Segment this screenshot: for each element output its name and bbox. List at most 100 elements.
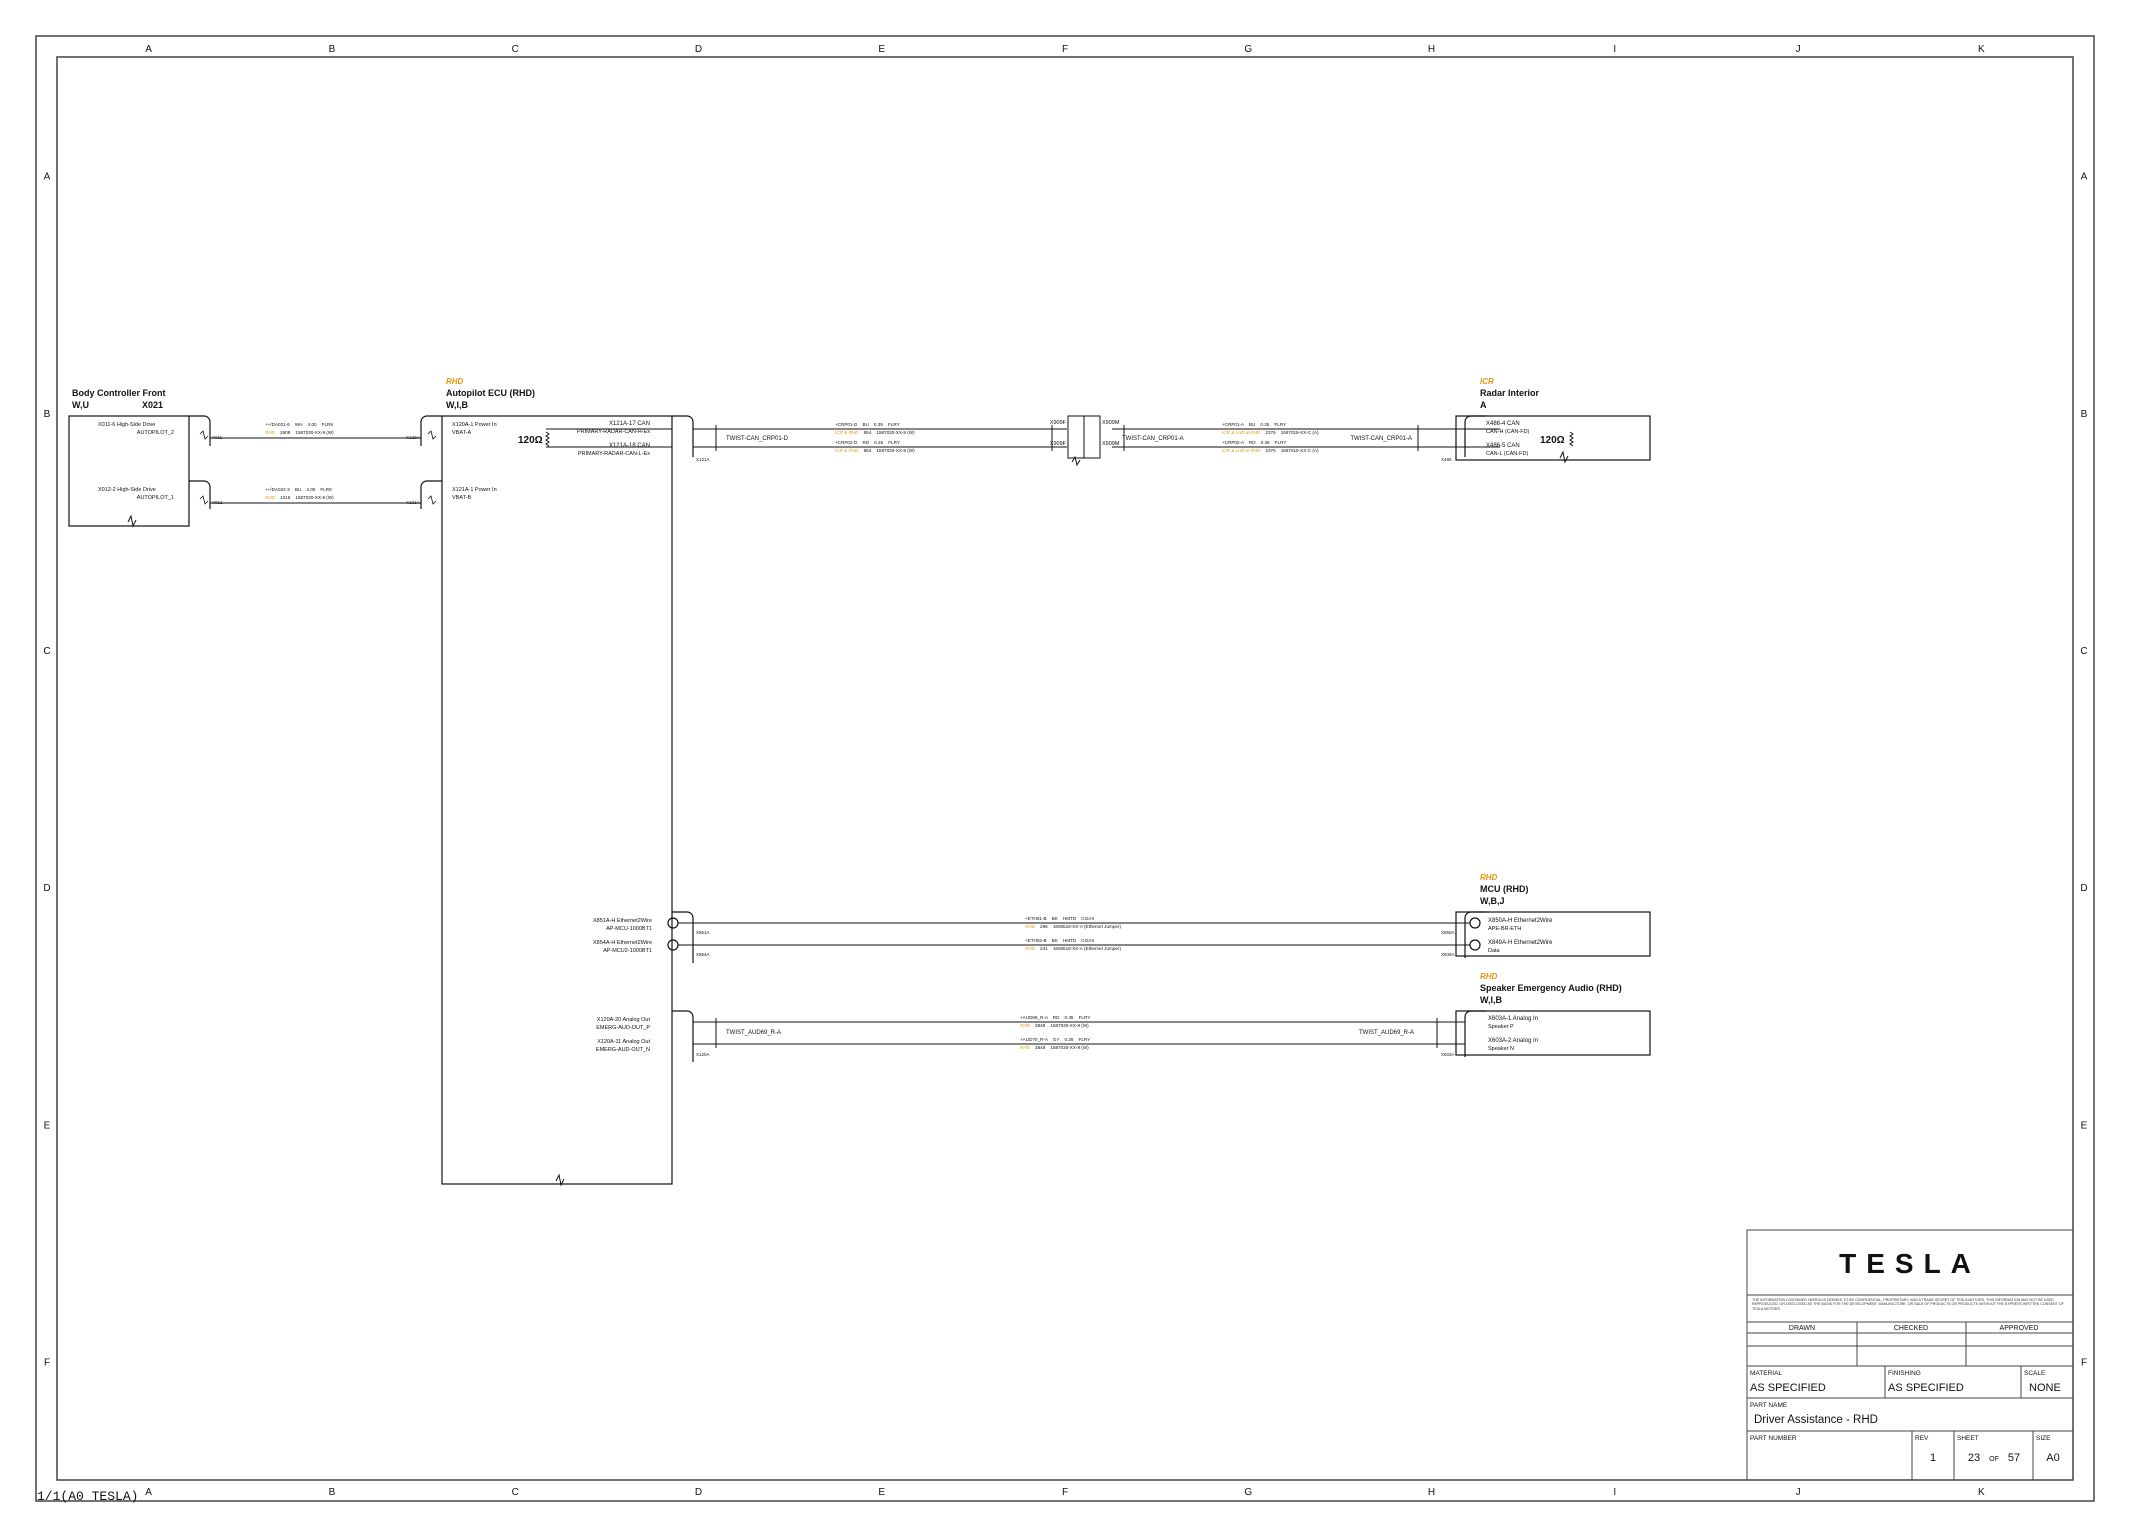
grid-row-label-f-right: F	[2081, 1357, 2087, 1368]
grid-row-label-d-left: D	[43, 883, 50, 894]
radar-pin-1-signal: CAN-H (CAN-FD)	[1486, 429, 1530, 435]
inline-conn-left-1: X909F	[1050, 420, 1067, 426]
ape-can-pin-2-signal: PRIMARY-RADAR-CAN-L-Ex	[578, 451, 650, 457]
can-bus-wires	[693, 425, 1500, 451]
grid-row-label-b-right: B	[2081, 409, 2088, 420]
wire-3-harness: ICR & RHD 854 1587030-XX-9 (W)	[835, 430, 915, 435]
mcu-tag: RHD	[1480, 873, 1498, 882]
grid-column-label-a-bottom: A	[145, 1487, 152, 1498]
grid-row-labels: A A B B C C D D E E F F	[43, 172, 2087, 1369]
spk-tag: RHD	[1480, 972, 1498, 981]
grid-column-label-b-bottom: B	[329, 1487, 336, 1498]
ethernet-wires	[678, 922, 1470, 946]
grid-row-label-a-right: A	[2081, 172, 2088, 183]
ape-conn-tag-4: X851A	[696, 930, 710, 935]
grid-column-label-g-top: G	[1244, 44, 1252, 55]
grid-column-label-j-bottom: J	[1796, 1487, 1801, 1498]
ape-audio-pin-2-signal: EMERG-AUD-OUT_N	[596, 1047, 650, 1053]
inline-conn-left-2: X909F	[1050, 441, 1067, 447]
grid-column-label-i-bottom: I	[1613, 1487, 1616, 1498]
spk-box	[1455, 1010, 1651, 1056]
ape-eth-pin-1-name: X851A-H Ethernet2Wire	[593, 918, 652, 924]
grid-row-label-e-right: E	[2081, 1120, 2088, 1131]
confidentiality-notice: THE INFORMATION CONTAINED HEREIN IS DEEM…	[1752, 1298, 2064, 1311]
size-label: SIZE	[2036, 1435, 2051, 1442]
wire-9-spec: +AUD69_R-A RD 0.35 FLRY	[1020, 1015, 1090, 1020]
wire-4-spec: +CRP02-D RD 0.35 FLRY	[835, 440, 900, 445]
grid-row-label-d-right: D	[2080, 883, 2087, 894]
scale-value: NONE	[2029, 1382, 2061, 1394]
drawn-label: DRAWN	[1789, 1325, 1815, 1332]
wire-10-spec: +AUD70_R-A GY 0.35 FLRY	[1020, 1037, 1090, 1042]
grid-column-label-c-top: C	[512, 44, 519, 55]
wire-7-spec: +ETH01-B BK HMTD COAX	[1025, 916, 1094, 921]
inline-conn-right-2: X909M	[1102, 441, 1120, 447]
grid-row-label-e-left: E	[44, 1120, 51, 1131]
grid-row-label-c-right: C	[2080, 646, 2087, 657]
ape-tag: RHD	[446, 377, 464, 386]
wire-8-harness: RHD 241 1606518-XX-A (Ethernet Jumper)	[1025, 946, 1121, 951]
wire-2-spec: ++/DA022-3 BU 4.00 FLR9	[265, 487, 332, 492]
grid-column-label-i-top: I	[1613, 44, 1616, 55]
body-controller-front-block: Body Controller Front W,U X021 X011-6 Hi…	[68, 388, 223, 528]
checked-label: CHECKED	[1894, 1325, 1928, 1332]
radar-pin-2-signal: CAN-L (CAN-FD)	[1486, 451, 1528, 457]
grid-column-label-e-top: E	[878, 44, 885, 55]
ape-conn-tag-6: X120A	[696, 1052, 710, 1057]
wire-8-spec: +ETH02-B BK HMTD COAX	[1025, 938, 1094, 943]
grid-row-label-c-left: C	[43, 646, 50, 657]
bcf-pin-1-name: X011-6 High-Side Drive	[98, 422, 155, 428]
radar-title: Radar Interior	[1480, 388, 1540, 398]
ape-eth-pin-1-signal: AP-MCU-1000BT1	[606, 926, 652, 932]
drawing-frame	[35, 35, 2095, 1502]
finishing-label: FINISHING	[1888, 1370, 1921, 1377]
radar-variant: A	[1480, 400, 1487, 410]
grid-column-label-e-bottom: E	[878, 1487, 885, 1498]
twist-can-mid: TWIST-CAN_CRP01-A	[1122, 436, 1184, 442]
radar-termination-label: 120Ω	[1540, 435, 1565, 446]
ape-power-pin-2-name: X121A-1 Power In	[452, 487, 497, 493]
radar-conn-tag: X486	[1441, 457, 1452, 462]
grid-column-label-h-top: H	[1428, 44, 1435, 55]
approved-label: APPROVED	[2000, 1325, 2039, 1332]
grid-column-label-c-bottom: C	[512, 1487, 519, 1498]
scale-label: SCALE	[2024, 1370, 2046, 1377]
ape-can-pin-1-name: X121A-17 CAN	[609, 421, 650, 427]
wire-10-harness: RHD 3848 1587030-XX-9 (W)	[1020, 1045, 1089, 1050]
ape-conn-tag-3: X121A	[696, 457, 710, 462]
grid-column-label-j-top: J	[1796, 44, 1801, 55]
part-number-label: PART NUMBER	[1750, 1435, 1797, 1442]
grid-column-label-k-top: K	[1978, 44, 1985, 55]
radar-box	[1455, 415, 1651, 461]
mcu-pin-1-name: X850A-H Ethernet2Wire	[1488, 918, 1553, 924]
bcf-pin-1-signal: AUTOPILOT_2	[137, 430, 174, 436]
grid-column-label-b-top: B	[329, 44, 336, 55]
ape-title: Autopilot ECU (RHD)	[446, 388, 535, 398]
wire-4-harness: ICR & RHD 854 1587030-XX-9 (W)	[835, 448, 915, 453]
twist-can-left: TWIST-CAN_CRP01-D	[726, 436, 789, 442]
spk-title: Speaker Emergency Audio (RHD)	[1480, 983, 1622, 993]
bcf-variant: W,U	[72, 400, 89, 410]
bcf-box	[68, 415, 190, 527]
power-wires	[199, 430, 437, 505]
title-block: TESLA THE INFORMATION CONTAINED HEREIN I…	[1746, 1229, 2074, 1481]
mcu-pin-1-signal: APE-BR-ETH	[1488, 926, 1521, 932]
grid-column-label-f-top: F	[1062, 44, 1068, 55]
tesla-logo: TESLA	[1839, 1248, 1981, 1279]
ape-box	[441, 415, 673, 1185]
mcu-pin-2-name: X849A-H Ethernet2Wire	[1488, 940, 1553, 946]
ape-audio-pin-2-name: X120A-11 Analog Out	[597, 1039, 650, 1045]
grid-row-label-a-left: A	[44, 172, 51, 183]
mcu-pin-2-signal: Data	[1488, 948, 1501, 954]
wire-6-harness: ICR & LHD & RHD 2376 1587019-XX-C (A)	[1222, 448, 1319, 453]
inline-conn-right-1: X909M	[1102, 420, 1120, 426]
grid-column-label-d-top: D	[695, 44, 702, 55]
ape-eth-pin-2-name: X854A-H Ethernet2Wire	[593, 940, 652, 946]
grid-row-label-b-left: B	[44, 409, 51, 420]
wire-3-spec: +CRP01-D BU 0.35 FLRY	[835, 422, 900, 427]
grid-row-label-f-left: F	[44, 1357, 50, 1368]
sheet-index-label: 1/1(A0 TESLA)	[37, 1489, 138, 1504]
ape-variant: W,I,B	[446, 400, 468, 410]
